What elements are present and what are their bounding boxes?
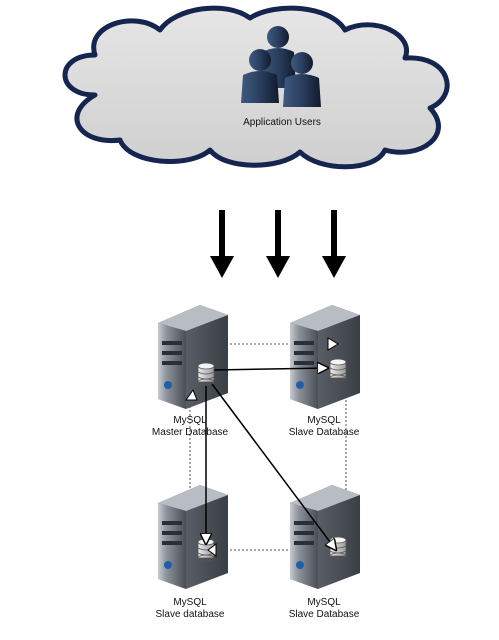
server-icon [158, 485, 228, 589]
server-icon [290, 305, 360, 409]
server-label-line1: MySQL [173, 415, 207, 426]
server-label-line2: Slave Database [288, 609, 360, 620]
server-label-line1: MySQL [173, 597, 207, 608]
server-label-line2: Slave Database [288, 427, 360, 438]
server-label-line1: MySQL [307, 415, 341, 426]
server-label-slave-bottom-right: MySQL Slave Database [254, 597, 394, 621]
cloud-label: Application Users [243, 117, 321, 128]
server-label-line1: MySQL [307, 597, 341, 608]
database-icon [197, 362, 215, 386]
triangle-marker-icon [207, 543, 217, 557]
server-icon [290, 485, 360, 589]
database-icon [329, 536, 347, 560]
server-label-line2: Slave database [155, 609, 225, 620]
replication-arrow [211, 383, 336, 550]
server-label-line2: Master Database [151, 427, 229, 438]
server-label-master: MySQL Master Database [120, 415, 260, 439]
server-icon [158, 305, 228, 409]
server-label-slave-top-right: MySQL Slave Database [254, 415, 394, 439]
users-icon [241, 26, 321, 107]
down-arrow-icon [266, 210, 290, 278]
replication-arrow [213, 368, 328, 370]
replication-arrows [206, 368, 336, 550]
triangle-marker-icon [185, 388, 198, 401]
down-arrows [210, 210, 346, 278]
database-icon [329, 358, 347, 382]
server-label-slave-bottom-left: MySQL Slave database [120, 597, 260, 621]
down-arrow-icon [210, 210, 234, 278]
triangle-marker-icon [327, 337, 339, 351]
down-arrow-icon [322, 210, 346, 278]
